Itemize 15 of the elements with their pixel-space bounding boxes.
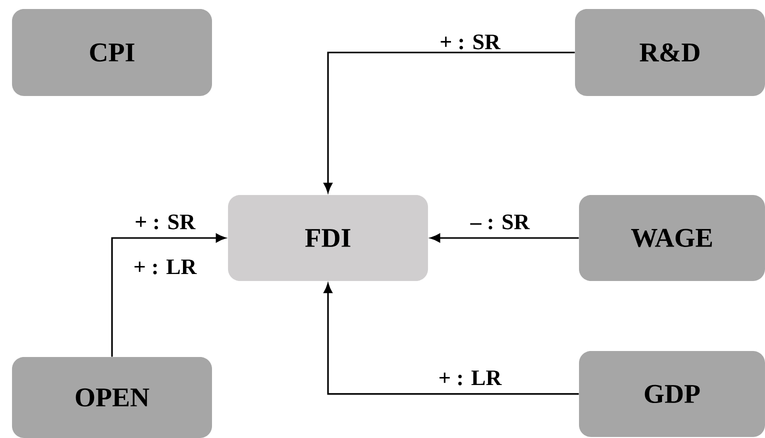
variable-box: R&D [575,9,765,96]
edge-label: – : SR [469,214,531,230]
variable-box: WAGE [579,195,765,281]
arrow [324,283,579,395]
arrow [430,234,579,242]
variable-box: GDP [579,350,765,437]
arrow [111,234,226,357]
edge-label: + : LR [437,370,503,386]
variable-box: OPEN [12,356,212,438]
edge-label: + : SR [438,34,502,50]
variable-box: CPI [12,9,212,96]
arrow [324,52,575,193]
edge-label: + : SR [134,214,196,230]
effect-label: + : LR [132,258,198,276]
variable-box: FDI [228,195,428,281]
